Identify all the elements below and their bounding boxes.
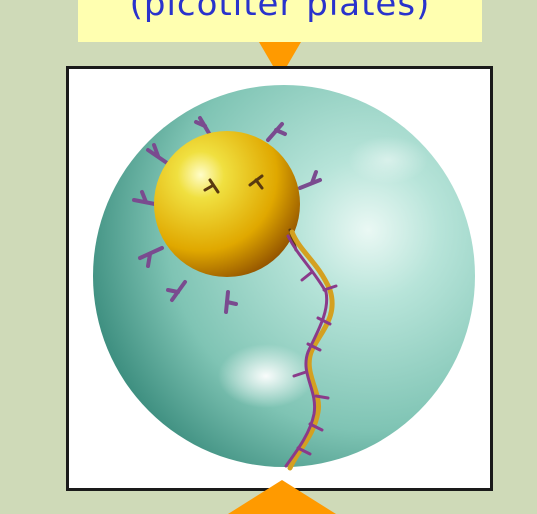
- droplet-highlight-top: [348, 136, 428, 184]
- emulsion-droplet-icon: [93, 85, 475, 467]
- droplet-highlight: [218, 344, 314, 408]
- capture-bead-icon: [154, 131, 300, 277]
- flow-arrow-bottom-icon: [228, 480, 336, 514]
